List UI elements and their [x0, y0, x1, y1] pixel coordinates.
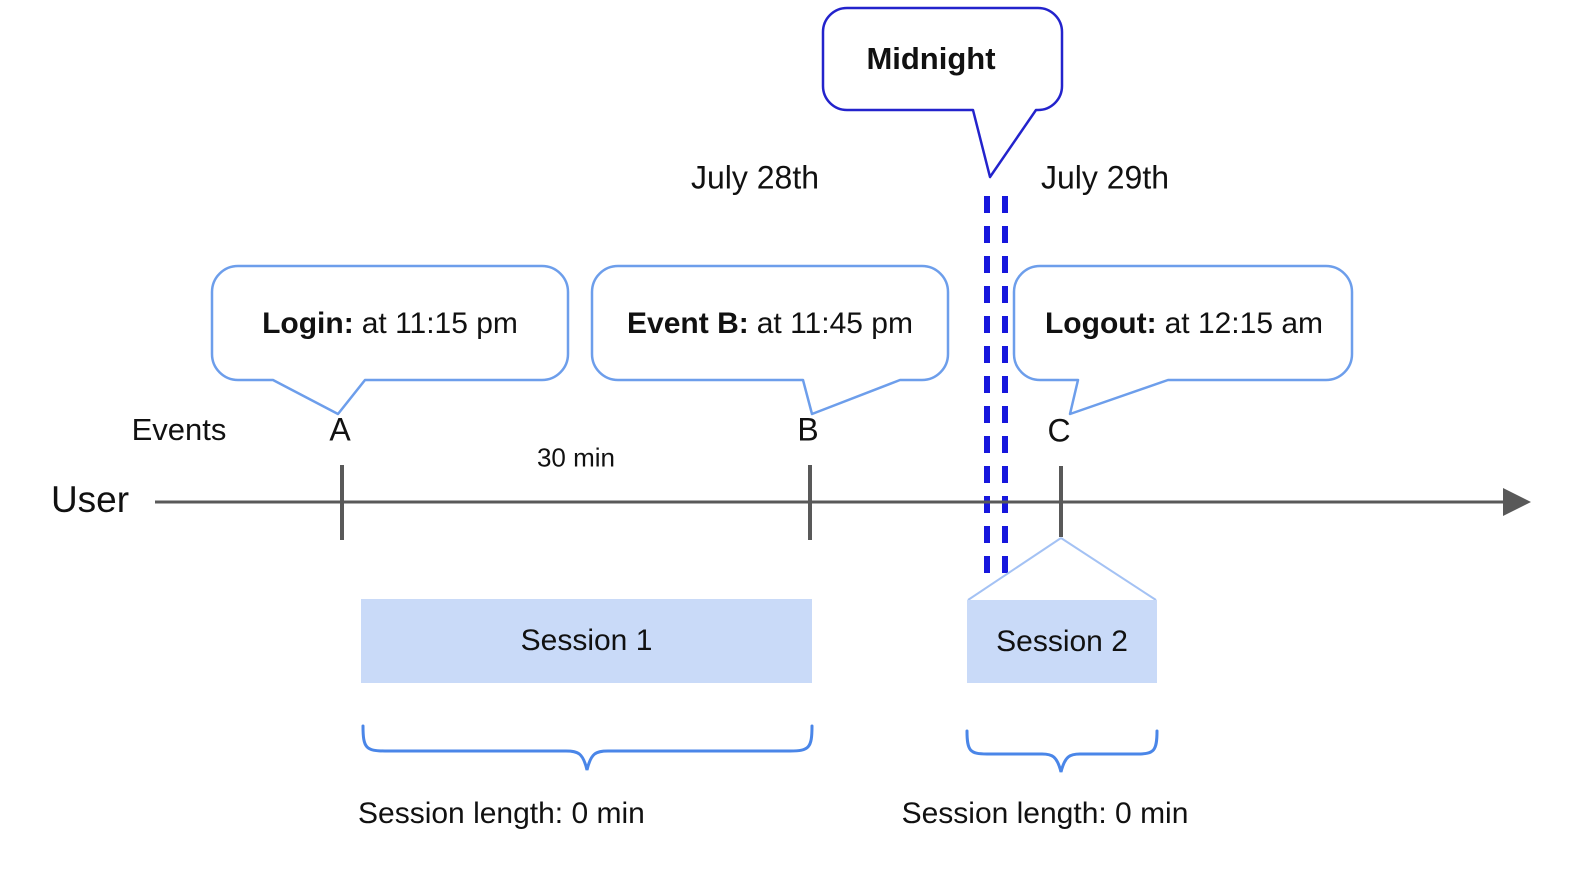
- logout-callout-time: at 12:15 am: [1164, 307, 1324, 340]
- event-marker-c: C: [1047, 412, 1071, 449]
- login-callout-bubble: [210, 264, 570, 416]
- session2-brace: [965, 729, 1159, 773]
- user-row-label: User: [50, 479, 130, 520]
- timeline-arrowhead: [1503, 488, 1531, 516]
- session2-box: Session 2: [967, 600, 1157, 683]
- midnight-callout-bubble: [821, 6, 1064, 179]
- events-axis-label: Events: [131, 412, 227, 447]
- session2-fan-line-right: [1060, 537, 1157, 601]
- logout-callout-title: Logout:: [1044, 307, 1157, 340]
- session2-fan-line-left: [967, 537, 1062, 601]
- session1-label: Session 1: [520, 624, 653, 657]
- login-callout-time: at 11:15 pm: [361, 307, 518, 340]
- date-label-july-29: July 29th: [1040, 159, 1170, 196]
- session1-length-label: Session length: 0 min: [358, 797, 645, 830]
- event-marker-a: A: [329, 411, 351, 448]
- logout-callout-text: Logout:at 12:15 am: [1045, 307, 1323, 341]
- login-callout-title: Login:: [262, 307, 354, 340]
- midnight-label: Midnight: [866, 41, 996, 76]
- session2-label: Session 2: [996, 624, 1128, 658]
- interval-30min-label: 30 min: [536, 442, 616, 473]
- event-b-callout-title: Event B:: [627, 307, 749, 340]
- login-callout-text: Login:at 11:15 pm: [262, 307, 518, 341]
- date-label-july-28: July 28th: [690, 159, 820, 196]
- session1-box: Session 1: [361, 599, 812, 683]
- event-marker-b: B: [797, 411, 819, 448]
- session2-length-label: Session length: 0 min: [901, 797, 1189, 830]
- session1-brace: [361, 724, 814, 771]
- logout-callout-bubble: [1012, 264, 1354, 416]
- event-b-callout-text: Event B:at 11:45 pm: [627, 307, 913, 341]
- event-b-callout-bubble: [590, 264, 950, 416]
- event-b-callout-time: at 11:45 pm: [756, 307, 913, 340]
